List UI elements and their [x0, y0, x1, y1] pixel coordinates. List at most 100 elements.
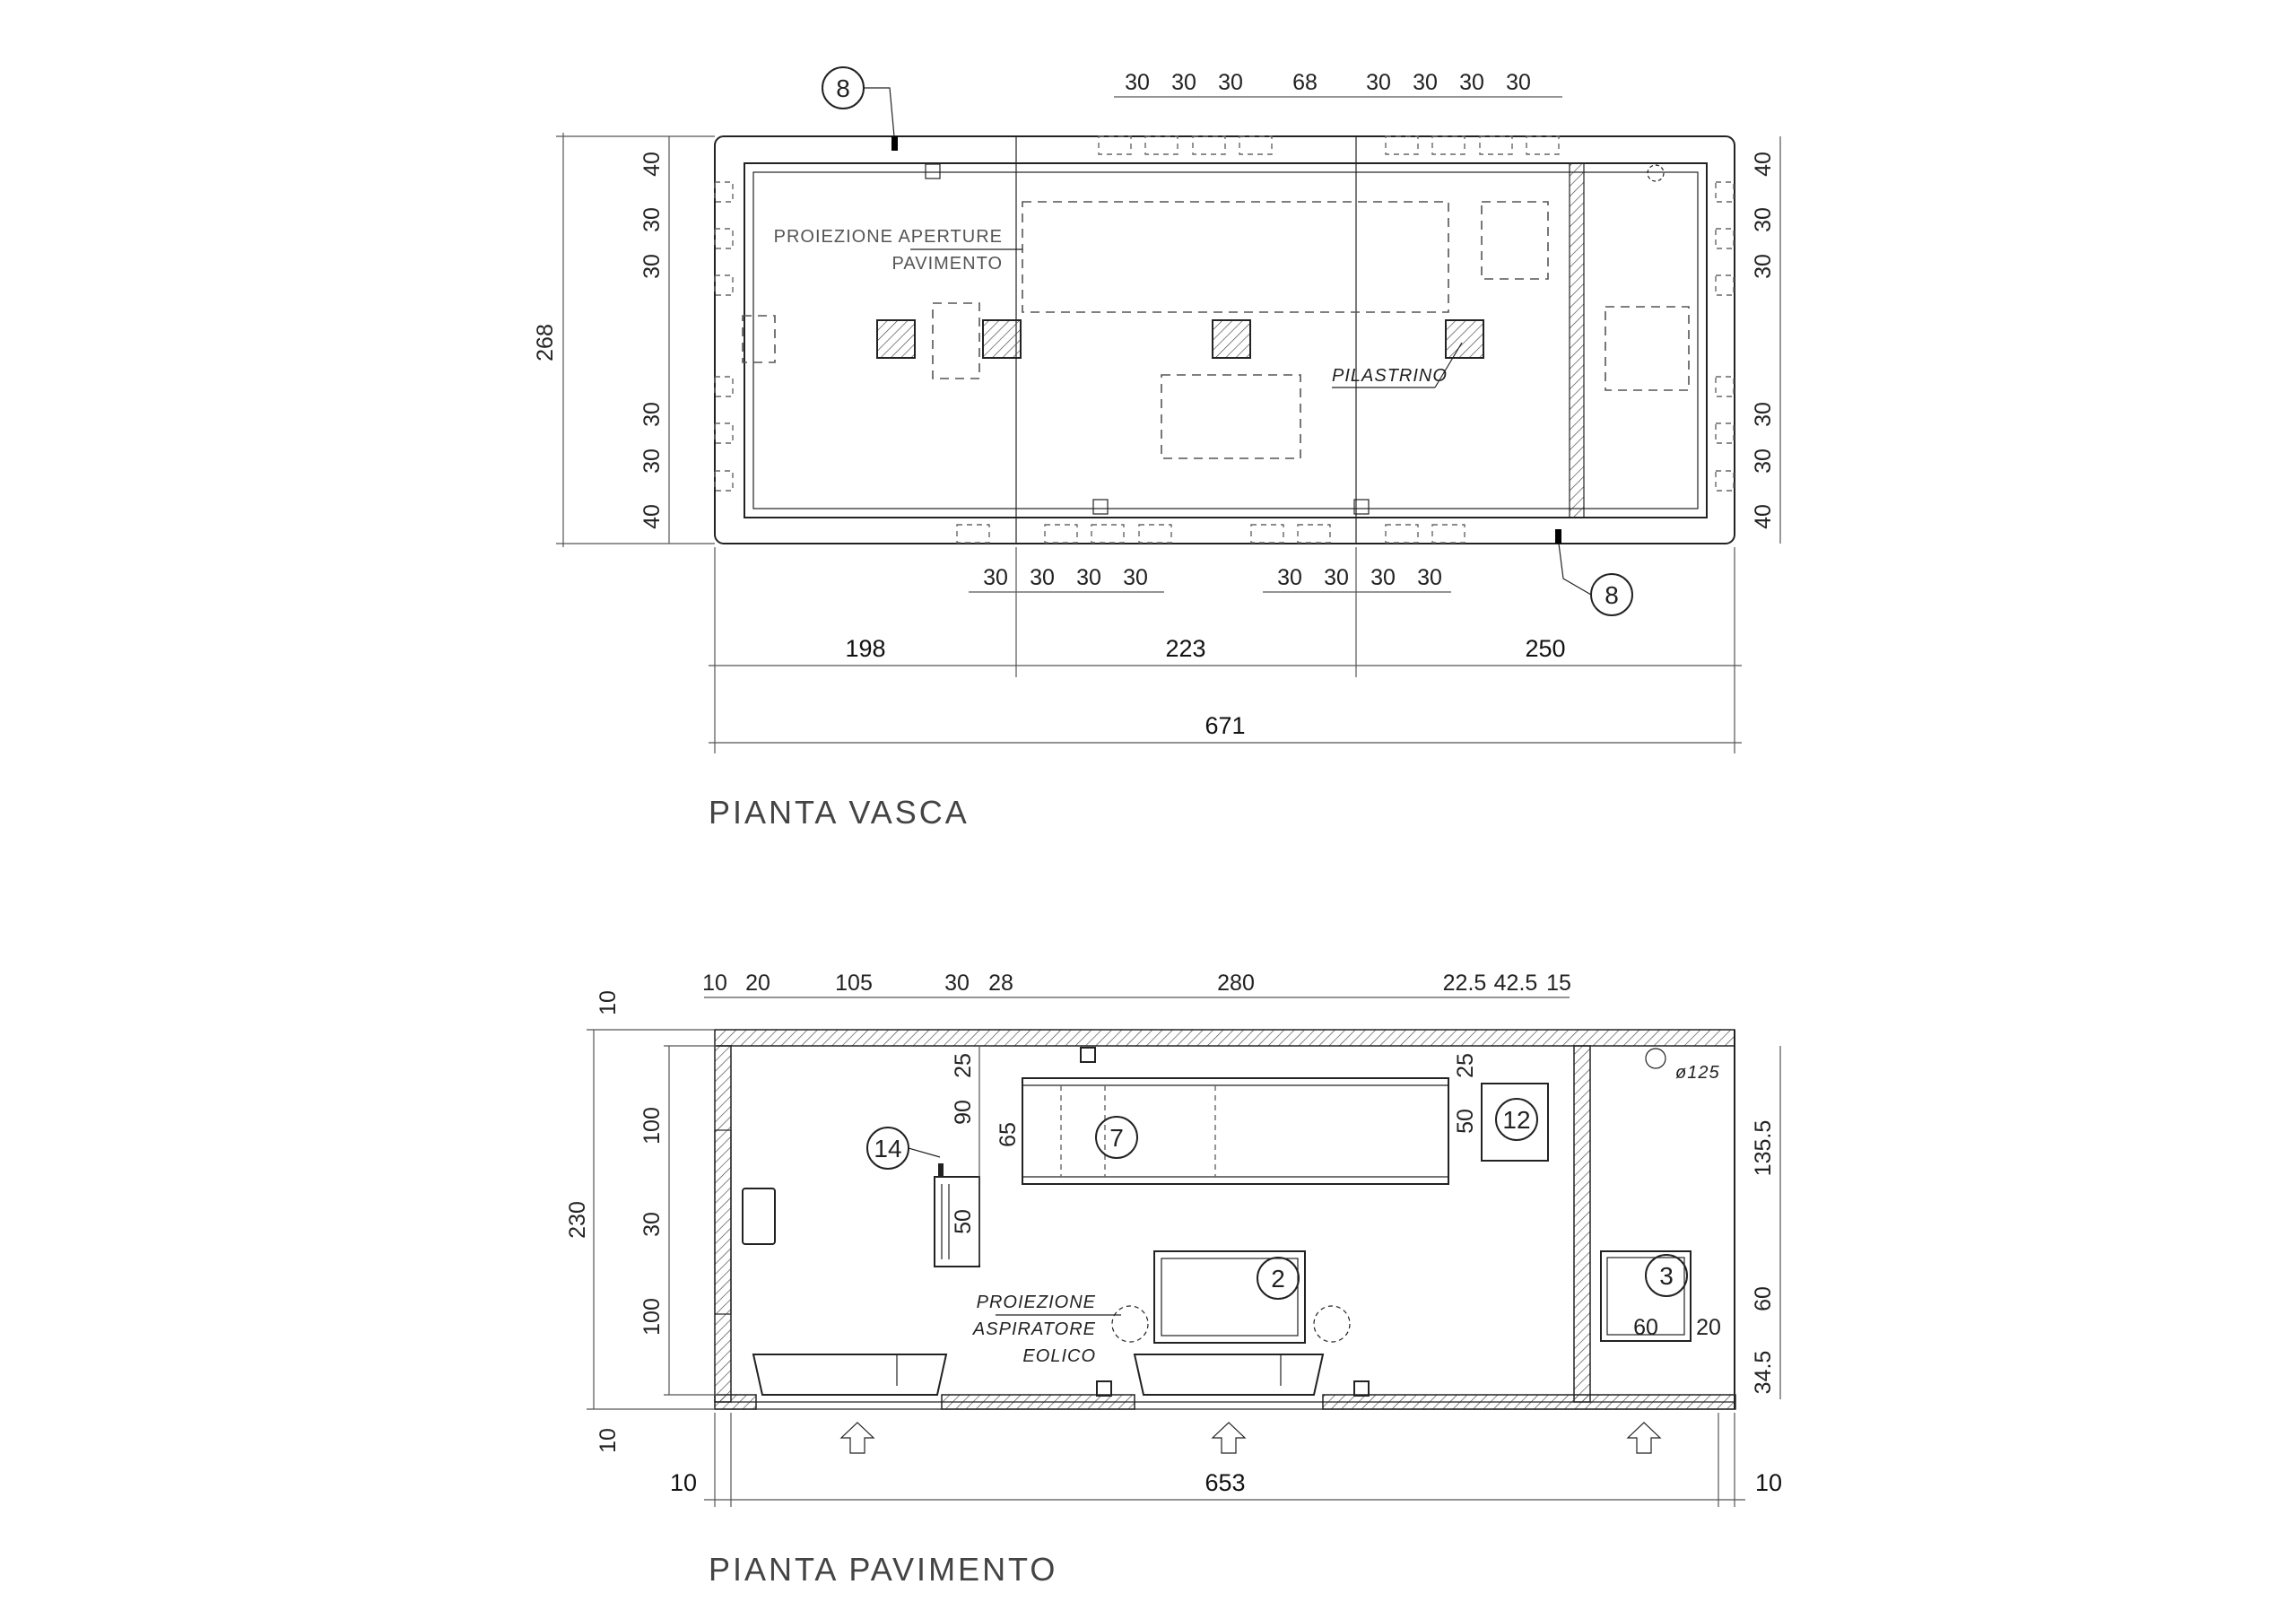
arrow-up-icon	[839, 1422, 875, 1454]
vasca-title: PIANTA VASCA	[709, 794, 970, 831]
svg-text:30: 30	[1030, 565, 1055, 590]
tag-8-bottom-text: 8	[1605, 581, 1619, 609]
pillar	[982, 319, 1022, 359]
svg-text:30: 30	[639, 448, 665, 474]
svg-text:30: 30	[1324, 565, 1349, 590]
top-dimension-chain: 10 20 105 30 28 280 22.5 42.5 15	[702, 971, 1571, 998]
floor-opening-right	[1481, 201, 1549, 280]
svg-text:10: 10	[596, 1428, 621, 1453]
note-pillar: PILASTRINO	[1332, 366, 1448, 386]
svg-text:30: 30	[1218, 70, 1243, 95]
svg-text:28: 28	[988, 971, 1013, 996]
svg-text:30: 30	[1370, 565, 1396, 590]
svg-text:60: 60	[1751, 1286, 1776, 1311]
svg-text:25: 25	[1453, 1053, 1478, 1078]
svg-text:30: 30	[1506, 70, 1531, 95]
tag-7-text: 7	[1109, 1124, 1124, 1152]
svg-text:65: 65	[996, 1122, 1021, 1147]
tag-12-text: 12	[1502, 1106, 1530, 1134]
right-dimension-chain: 135.5 60 34.5	[1751, 1046, 1781, 1399]
pillar	[1445, 319, 1484, 359]
svg-text:40: 40	[1751, 504, 1776, 529]
pillar	[876, 319, 916, 359]
svg-text:20: 20	[1696, 1315, 1721, 1340]
note-aspirator-line3: EOLICO	[1022, 1346, 1096, 1366]
svg-text:30: 30	[1123, 565, 1148, 590]
svg-text:30: 30	[639, 1212, 665, 1237]
svg-text:10: 10	[1755, 1469, 1782, 1496]
svg-text:10: 10	[670, 1469, 697, 1496]
right-dimension-chain: 40 30 30 30 30 40	[1751, 136, 1781, 544]
svg-text:105: 105	[835, 971, 873, 996]
svg-text:30: 30	[1417, 565, 1442, 590]
partition-wall	[1573, 1045, 1591, 1403]
svg-text:68: 68	[1292, 70, 1318, 95]
tag-2-text: 2	[1271, 1265, 1285, 1293]
bottom-dimension-chain: 10 653 10	[670, 1413, 1782, 1507]
svg-text:671: 671	[1205, 712, 1245, 739]
floor-opening-center	[1161, 374, 1301, 459]
svg-text:230: 230	[565, 1201, 590, 1239]
svg-text:22.5: 22.5	[1443, 971, 1487, 996]
length-dimensions: 198 223 250 671	[709, 547, 1742, 753]
svg-text:30: 30	[639, 254, 665, 279]
svg-text:100: 100	[639, 1298, 665, 1336]
svg-text:135.5: 135.5	[1751, 1120, 1776, 1177]
bottom-openings	[956, 524, 1465, 544]
bottom-dimension-chain: 30 30 30 30 30 30 30 30	[969, 565, 1451, 593]
svg-text:10: 10	[596, 990, 621, 1015]
svg-text:198: 198	[845, 635, 885, 662]
top-dimension-chain: 30 30 30 68 30 30 30 30	[1114, 70, 1562, 98]
arrow-up-icon	[1211, 1422, 1247, 1454]
left-dimension-chain: 100 30 100 230 10 10	[565, 990, 718, 1453]
plan-pavimento: 7 12 2 3 14 ø125	[565, 971, 1782, 1588]
svg-text:50: 50	[1453, 1109, 1478, 1134]
tag-8-top-text: 8	[836, 74, 850, 102]
svg-text:30: 30	[1171, 70, 1196, 95]
unit-7	[1022, 1077, 1449, 1185]
svg-text:30: 30	[639, 402, 665, 427]
floor-opening-far-right	[1605, 306, 1690, 391]
svg-text:15: 15	[1546, 971, 1571, 996]
svg-text:30: 30	[1125, 70, 1150, 95]
svg-text:30: 30	[1413, 70, 1438, 95]
svg-text:40: 40	[639, 152, 665, 177]
svg-text:40: 40	[1751, 152, 1776, 177]
inner-dimensions: 25 90 65 50 25 50 60 20	[951, 1046, 1721, 1340]
plan-vasca: 8 8 30 30 30 68 30 30 30 30 30 30 30 30 …	[533, 66, 1781, 831]
pavimento-title: PIANTA PAVIMENTO	[709, 1551, 1057, 1588]
tank-inner-offset	[752, 171, 1699, 509]
floor-opening-large	[1022, 201, 1449, 313]
note-aspirator-line2: ASPIRATORE	[972, 1319, 1096, 1339]
tank-inner-outline	[744, 162, 1708, 518]
tag-14-text: 14	[874, 1135, 901, 1162]
left-wall	[714, 1045, 732, 1403]
left-dimension-chain: 40 30 30 30 30 40 268	[533, 133, 715, 547]
note-openings-line1: PROIEZIONE APERTURE	[774, 227, 1003, 247]
unit-2	[1153, 1250, 1306, 1344]
svg-text:30: 30	[983, 565, 1008, 590]
svg-text:30: 30	[1459, 70, 1484, 95]
unit-3	[1600, 1250, 1692, 1342]
svg-text:223: 223	[1165, 635, 1205, 662]
svg-text:250: 250	[1525, 635, 1565, 662]
svg-text:268: 268	[533, 324, 558, 361]
svg-text:280: 280	[1217, 971, 1255, 996]
svg-text:100: 100	[639, 1107, 665, 1145]
svg-text:90: 90	[951, 1100, 976, 1125]
svg-text:30: 30	[639, 207, 665, 232]
vent-diameter: ø125	[1675, 1063, 1720, 1083]
pillar	[1212, 319, 1251, 359]
svg-text:25: 25	[951, 1053, 976, 1078]
right-openings	[1715, 181, 1735, 492]
svg-text:42.5: 42.5	[1494, 971, 1538, 996]
note-aspirator-line1: PROIEZIONE	[977, 1293, 1096, 1312]
top-wall	[714, 1029, 1735, 1047]
note-openings-line2: PAVIMENTO	[892, 254, 1003, 274]
svg-text:30: 30	[1277, 565, 1302, 590]
hatched-partition	[1569, 162, 1585, 518]
svg-text:60: 60	[1633, 1315, 1658, 1340]
svg-text:20: 20	[745, 971, 770, 996]
svg-text:30: 30	[1366, 70, 1391, 95]
svg-text:34.5: 34.5	[1751, 1351, 1776, 1395]
